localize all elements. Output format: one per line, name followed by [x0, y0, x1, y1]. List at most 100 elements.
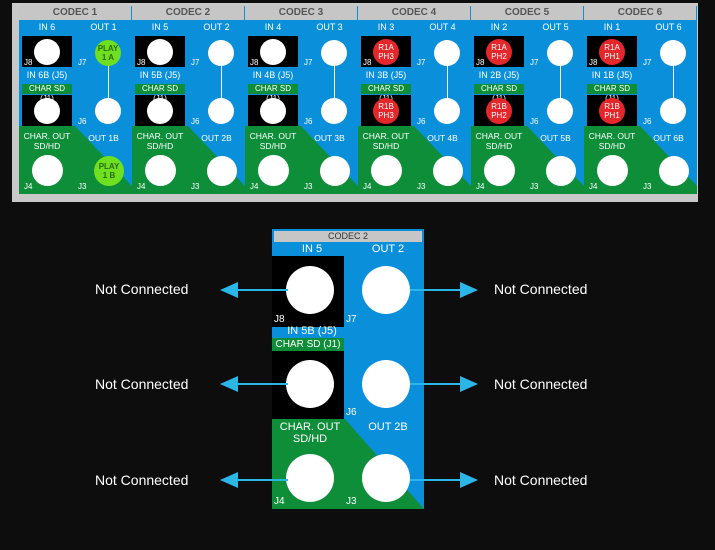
jack-in[interactable] [147, 39, 173, 65]
pin-j8: J8 [250, 58, 259, 67]
jack-out-b[interactable] [434, 98, 460, 124]
char-sd-tag: CHAR SD (J1) [135, 84, 185, 103]
codec-title[interactable]: CODEC 3 [245, 6, 358, 20]
jack-char-out[interactable] [32, 155, 63, 186]
pin-j7: J7 [643, 58, 652, 67]
codec-card[interactable]: CODEC 3 IN 4 OUT 3 J8 J7 IN 4B (J5) CHAR… [245, 6, 358, 194]
jack-out-b[interactable] [660, 98, 686, 124]
in-label: IN 5 [151, 22, 169, 32]
char-out-line1: CHAR. OUT [279, 421, 341, 433]
pin-j8: J8 [274, 314, 285, 325]
char-out-line1: CHAR. OUT [475, 131, 523, 141]
pin-j6: J6 [346, 407, 357, 418]
jack-in[interactable] [260, 39, 286, 65]
codec-title[interactable]: CODEC 6 [584, 6, 697, 20]
out-b-label: OUT 5B [540, 133, 571, 143]
char-out-line2: SD/HD [146, 141, 174, 151]
jack-char-out[interactable] [484, 155, 515, 186]
jack-out[interactable] [208, 40, 234, 66]
detail-codec-title: CODEC 2 [274, 231, 422, 242]
arrow-left-icon [220, 282, 288, 298]
pin-j3: J3 [417, 182, 426, 191]
jack-out-b[interactable] [321, 98, 347, 124]
jack-out-b[interactable] [95, 98, 121, 124]
detail-jack-out[interactable] [362, 266, 410, 314]
jumper-wire [334, 62, 335, 102]
char-out-label: CHAR. OUT SD/HD [19, 131, 75, 151]
in-b-label: IN 1B (J5) [591, 70, 633, 80]
jack-out-b[interactable] [547, 98, 573, 124]
codec-title[interactable]: CODEC 1 [19, 6, 132, 20]
jack-in-b[interactable] [260, 98, 286, 124]
detail-jack-out-b2[interactable] [362, 454, 410, 502]
pin-j7: J7 [346, 314, 357, 325]
jack-char-out[interactable] [145, 155, 176, 186]
pin-j7: J7 [417, 58, 426, 67]
jack-out-b2[interactable] [320, 156, 350, 186]
char-out-line2: SD/HD [33, 141, 61, 151]
jack-out-b[interactable] [208, 98, 234, 124]
char-sd-tag: CHAR SD (J1) [22, 84, 72, 103]
in-b-label: IN 6B (J5) [26, 70, 68, 80]
jack-in[interactable] [34, 39, 60, 65]
codec-card[interactable]: CODEC 2 IN 5 OUT 2 J8 J7 IN 5B (J5) CHAR… [132, 6, 245, 194]
in-b-label: IN 2B (J5) [478, 70, 520, 80]
jack-char-out[interactable] [597, 155, 628, 186]
detail-char-out-label: CHAR. OUT SD/HD [272, 421, 348, 445]
detail-out-label: OUT 2 [371, 243, 405, 255]
jack-out-b2[interactable] [546, 156, 576, 186]
out-label: OUT 2 [203, 22, 230, 32]
jack-out[interactable] [547, 40, 573, 66]
pin-j6: J6 [191, 117, 200, 126]
char-out-line2: SD/HD [292, 433, 328, 445]
pin-j3: J3 [304, 182, 313, 191]
pin-j4: J4 [24, 182, 33, 191]
detail-jack-in-b[interactable] [286, 360, 334, 408]
arrow-right-icon [410, 376, 478, 392]
jack-char-out[interactable] [371, 155, 402, 186]
jack-in-b[interactable] [147, 98, 173, 124]
jack-out-b2[interactable] [207, 156, 237, 186]
jack-out-b2[interactable] [433, 156, 463, 186]
codec-title[interactable]: CODEC 4 [358, 6, 471, 20]
detail-jack-out-b[interactable] [362, 360, 410, 408]
pin-j8: J8 [137, 58, 146, 67]
jack-out[interactable] [660, 40, 686, 66]
char-out-line1: CHAR. OUT [362, 131, 410, 141]
char-sd-tag: CHAR SD (J1) [587, 84, 637, 103]
pin-j3: J3 [191, 182, 200, 191]
pin-j7: J7 [78, 58, 87, 67]
out-b-label: OUT 4B [427, 133, 458, 143]
codec-title[interactable]: CODEC 2 [132, 6, 245, 20]
jack-out-b2[interactable] [659, 156, 689, 186]
detail-char-sd-tag: CHAR SD (J1) [272, 338, 344, 351]
codec-title[interactable]: CODEC 5 [471, 6, 584, 20]
detail-jack-in[interactable] [286, 266, 334, 314]
detail-jack-char-out[interactable] [286, 454, 334, 502]
jack-in-b[interactable] [34, 98, 60, 124]
jack-char-out[interactable] [258, 155, 289, 186]
arrow-right-icon [410, 282, 478, 298]
jack-out[interactable] [321, 40, 347, 66]
pin-j3: J3 [643, 182, 652, 191]
jack-out[interactable] [434, 40, 460, 66]
char-out-line1: CHAR. OUT [249, 131, 297, 141]
in-label: IN 6 [38, 22, 56, 32]
char-sd-tag: CHAR SD (J1) [361, 84, 411, 103]
